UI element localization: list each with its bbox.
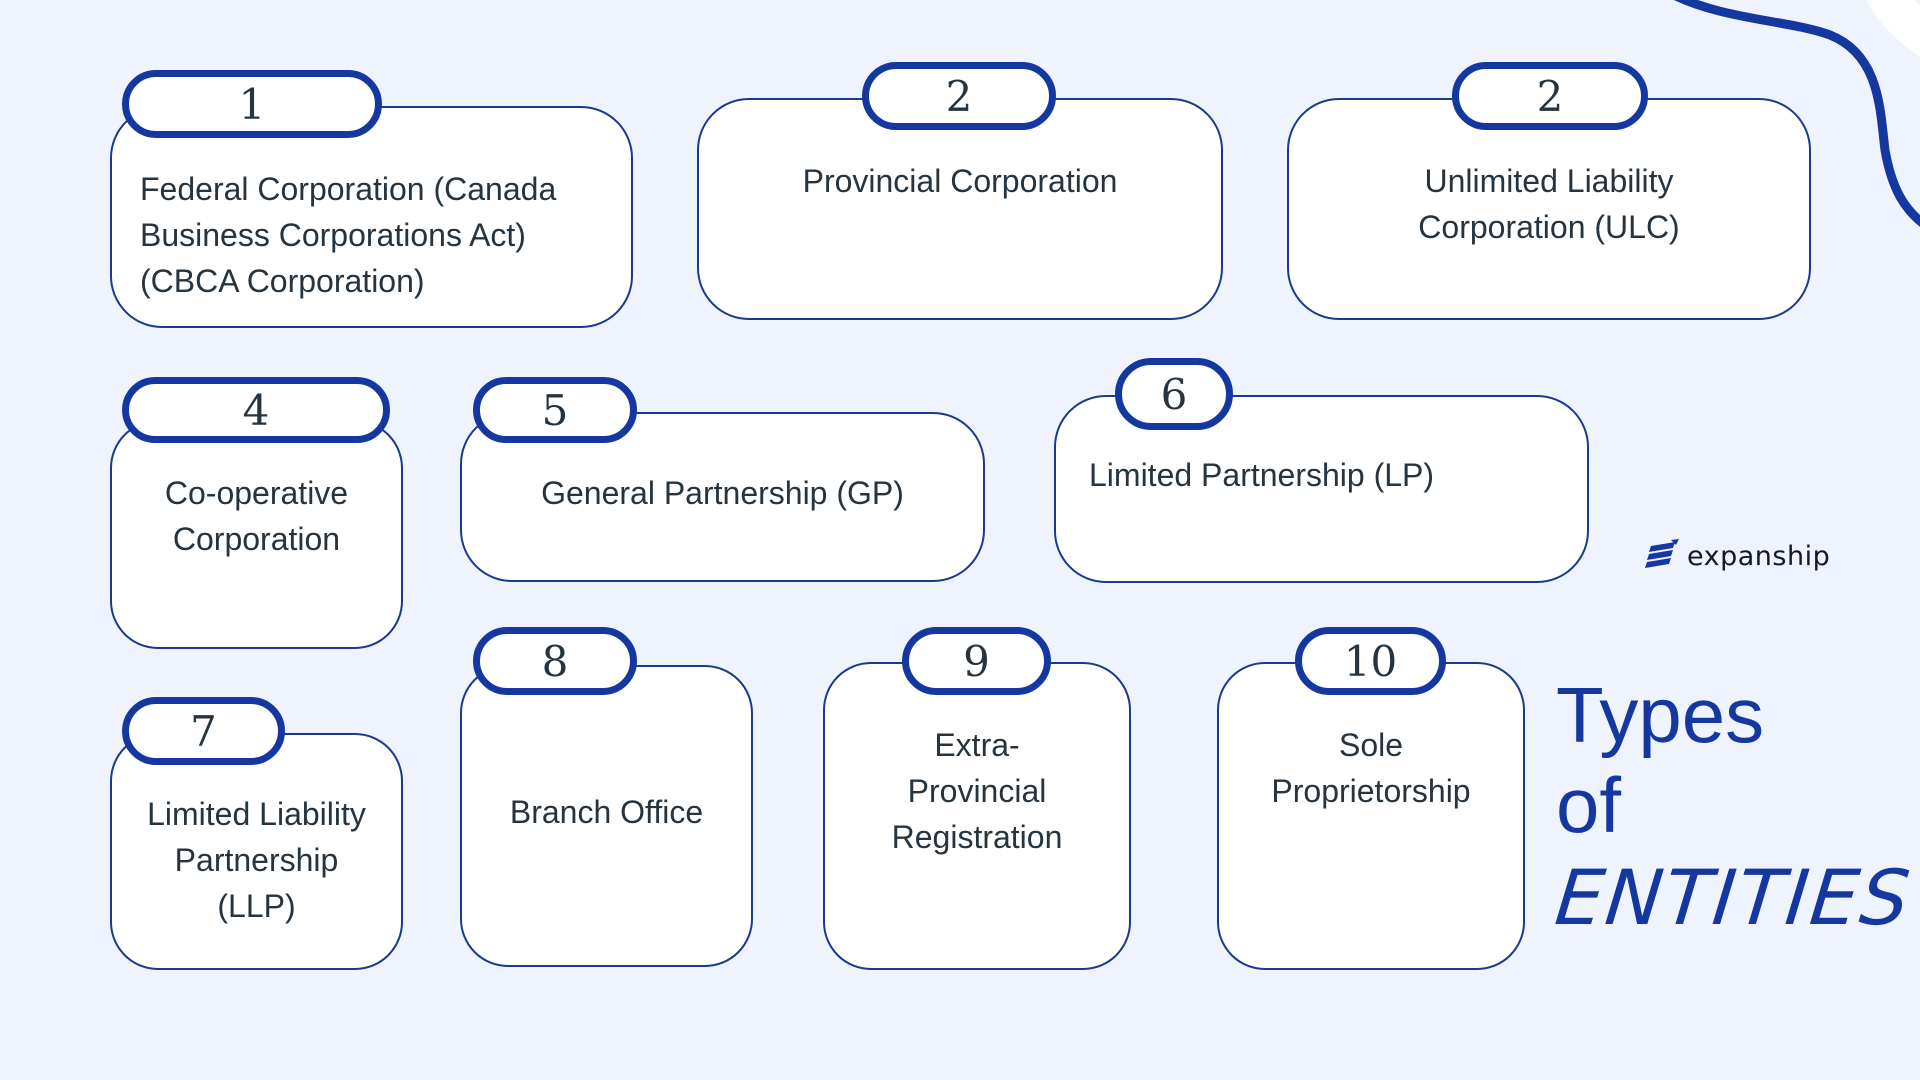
title-line-of: of — [1556, 761, 1622, 849]
entity-card-4: Co-operative Corporation — [110, 420, 403, 649]
entity-label: Unlimited Liability Corporation (ULC) — [1418, 163, 1680, 245]
entity-number-badge: 8 — [473, 627, 637, 695]
entity-card-2: Provincial Corporation — [697, 98, 1223, 320]
entity-label: Extra- Provincial Registration — [891, 727, 1063, 855]
entity-card-7: Limited Liability Partnership (LLP) — [110, 733, 403, 970]
entity-number-badge: 2 — [862, 62, 1056, 130]
title-line-types: Types — [1556, 671, 1765, 759]
entity-card-1: Federal Corporation (Canada Business Cor… — [110, 106, 633, 328]
entity-number-badge: 4 — [122, 377, 390, 443]
entity-label: Federal Corporation (Canada Business Cor… — [140, 171, 557, 299]
brand-name: expanship — [1687, 540, 1831, 572]
entity-number-badge: 10 — [1295, 627, 1446, 695]
entity-number-badge: 1 — [122, 70, 382, 138]
entity-card-8: Branch Office — [460, 665, 753, 967]
stacked-arrows-logo-icon — [1645, 539, 1679, 568]
entity-label: Provincial Corporation — [802, 163, 1118, 199]
entity-label: General Partnership (GP) — [541, 475, 904, 511]
entity-card-9: Extra- Provincial Registration — [823, 662, 1131, 970]
entity-number-badge: 7 — [122, 697, 285, 765]
entity-label: Limited Partnership (LP) — [1089, 457, 1435, 493]
entity-number-badge: 2 — [1452, 62, 1648, 130]
entity-number-badge: 5 — [473, 377, 637, 443]
entity-card-3: Unlimited Liability Corporation (ULC) — [1287, 98, 1811, 320]
entity-number-badge: 9 — [902, 627, 1051, 695]
brand-logo: expanship — [1645, 538, 1830, 574]
entity-number-badge: 6 — [1115, 358, 1233, 430]
page-title: Types of ENTITIES — [1551, 670, 1915, 946]
entity-label: Branch Office — [509, 794, 704, 830]
entity-label: Limited Liability Partnership (LLP) — [147, 796, 366, 924]
entity-card-10: Sole Proprietorship — [1217, 662, 1525, 970]
entity-label: Co-operative Corporation — [164, 475, 349, 557]
entity-label: Sole Proprietorship — [1271, 727, 1471, 809]
title-line-entities: ENTITIES — [1551, 853, 1916, 942]
